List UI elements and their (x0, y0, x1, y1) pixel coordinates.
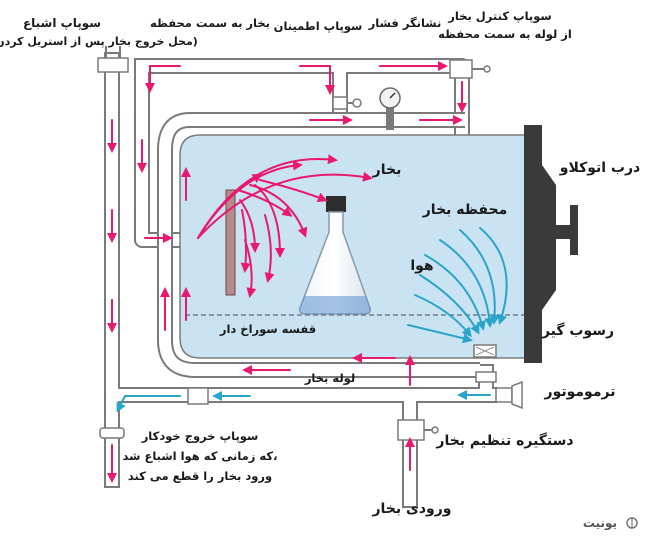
sediment-trap-fitting (473, 344, 497, 383)
label-thermometer: ترموموتور (544, 384, 616, 400)
label-steam: بخار (372, 162, 402, 178)
pressure-gauge-icon (379, 87, 401, 130)
thermometer-icon (495, 380, 523, 410)
steam-regulator-fitting (397, 419, 439, 441)
label-steam-regulator: دستگیره تنظیم بخار (435, 432, 573, 449)
logo-icon (626, 517, 638, 529)
bottom-left-coupling (99, 427, 125, 439)
label-perforated-basket: قفسه سوراخ دار (219, 322, 316, 337)
label-autoclave-door: درب اتوکلاو (559, 160, 641, 176)
labels: سوپاپ اشباع (محل خروج بخار پس از استریل … (0, 9, 640, 531)
steam-control-valve-fitting (449, 59, 491, 79)
label-steam-inlet: ورودی بخار (371, 501, 451, 517)
perforated-rack (225, 189, 236, 296)
label-steam-chamber: محفظه بخار (422, 202, 508, 218)
label-auto-exhaust-2: ،که زمانی که هوا اشباع شد (123, 449, 278, 464)
air-flow-arrows (116, 227, 508, 413)
label-air: هوا (410, 258, 433, 274)
label-relief-valve: سوپاپ اطمینان (274, 19, 363, 34)
label-steam-control-valve-1: سوپاپ کنترل بخار (447, 9, 551, 24)
label-sediment-trap: رسوب گیر (541, 322, 614, 339)
label-pressure-gauge: نشانگر فشار (368, 16, 442, 30)
label-steam-control-valve-2: از لوله به سمت محفظه (438, 27, 572, 42)
autoclave-door-assembly (524, 125, 578, 363)
logo-text: یونیت (583, 516, 617, 531)
label-safety-valve: سوپاپ اشباع (23, 16, 101, 31)
label-safety-valve-note: (محل خروج بخار پس از استریل کردن) (0, 35, 198, 49)
label-auto-exhaust-1: سوپاپ خروج خودکار (141, 429, 259, 444)
label-steam-to-chamber: بخار به سمت محفظه (150, 16, 270, 30)
relief-valve-fitting (332, 96, 362, 110)
steam-flow-arrows (107, 61, 467, 483)
label-steam-pipe: لوله بخار (304, 371, 355, 386)
auto-exhaust-valve-fitting (187, 387, 209, 405)
label-auto-exhaust-3: ورود بخار را قطع می کند (128, 469, 272, 484)
flask (298, 196, 372, 315)
top-left-valve (97, 46, 129, 73)
